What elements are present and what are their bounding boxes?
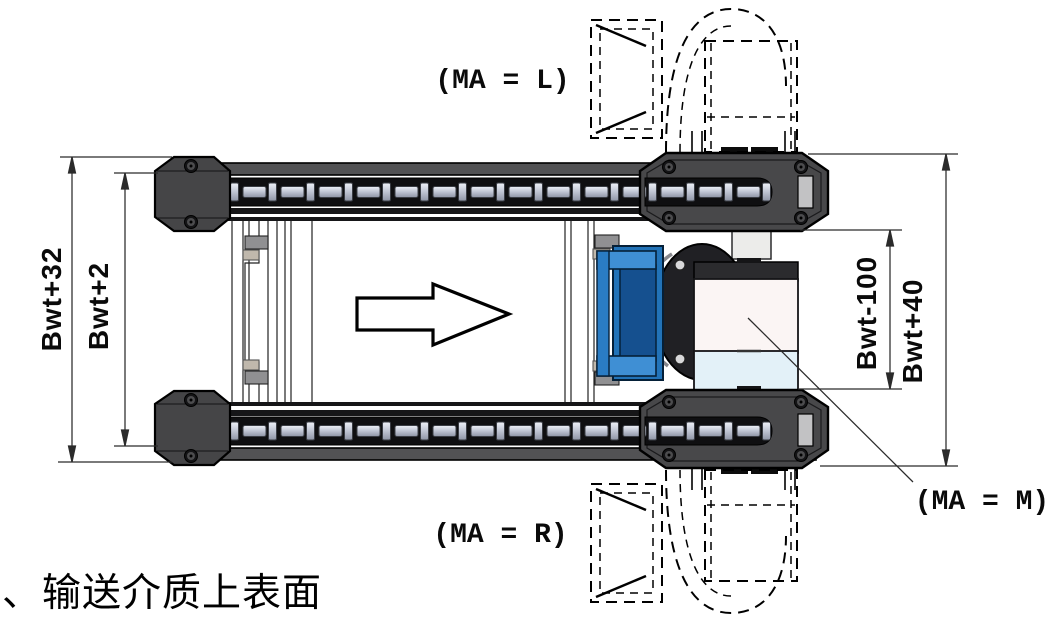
dimension-bwt-minus-100 — [798, 229, 902, 390]
screw-icon — [184, 393, 198, 463]
dimension-label-inner-width: Bwt+2 — [83, 261, 114, 351]
dimension-label-overall-width: Bwt+32 — [36, 246, 67, 352]
motor-body — [693, 258, 799, 391]
label-motor-middle: (MA = M) — [914, 487, 1050, 518]
belt-window — [797, 413, 814, 447]
leader-line-ma-m — [747, 317, 914, 483]
screw-icon — [662, 395, 808, 462]
screw-icon — [662, 160, 808, 225]
dimension-bwt-plus-32 — [58, 156, 172, 463]
drive-block-bottom-right — [638, 388, 830, 490]
dimension-bwt-plus-40 — [808, 153, 958, 467]
dashed-motor-bottom-right-option — [590, 469, 798, 615]
motor-flange-blue — [596, 245, 664, 381]
label-motor-right: (MA = R) — [433, 520, 568, 551]
label-motor-left: (MA = L) — [435, 66, 570, 97]
drive-block-top-right — [638, 131, 830, 233]
dashed-motor-top-left-option — [590, 7, 798, 153]
screw-icon — [184, 159, 198, 229]
belt-window — [797, 175, 814, 209]
caption-conveying-medium-surface: 、输送介质上表面 — [2, 572, 323, 615]
idler-cap-bottom-left — [153, 389, 232, 467]
dimension-label-motor-span: Bwt-100 — [851, 255, 882, 371]
dimension-label-drive-width: Bwt+40 — [897, 278, 928, 384]
flow-direction-arrow-icon — [355, 281, 514, 348]
idler-cap-top-left — [153, 155, 232, 233]
dimension-bwt-plus-2 — [114, 172, 158, 447]
middle-motor-assembly — [596, 228, 799, 391]
